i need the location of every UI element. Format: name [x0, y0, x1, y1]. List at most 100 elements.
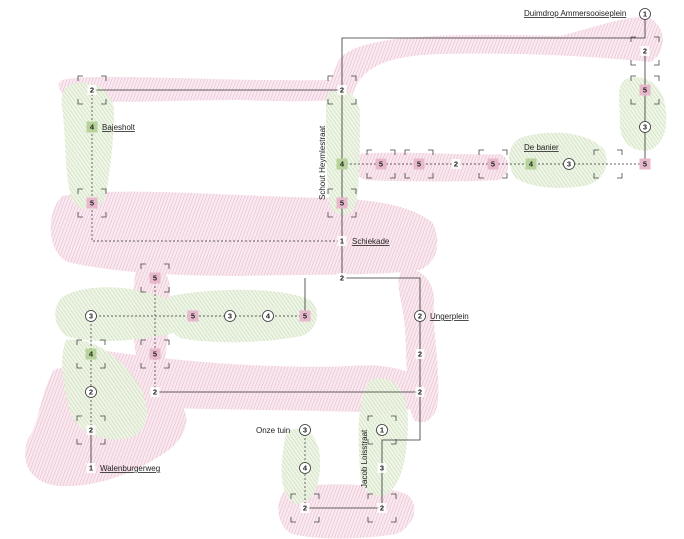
- node-value: 2: [340, 274, 344, 283]
- route-node: 3: [299, 424, 311, 436]
- route-jacob: [381, 392, 421, 508]
- node-circle: [376, 424, 388, 436]
- node-value: 2: [418, 312, 422, 321]
- node-backdrop: [337, 236, 347, 246]
- label-bajesholt: Bajesholt: [102, 123, 136, 132]
- route-schiekade-to-ungerplein: [341, 241, 421, 316]
- node-value: 4: [90, 123, 95, 132]
- node-green-square: [525, 158, 537, 170]
- route-node: 1: [639, 8, 651, 20]
- green-zone-left-lower: [62, 339, 148, 440]
- corner-bracket: [327, 75, 357, 105]
- route-node: 5: [86, 197, 98, 209]
- corner-bracket: [593, 149, 623, 179]
- route-node: 5: [639, 84, 651, 96]
- node-value: 5: [643, 86, 647, 95]
- node-backdrop: [150, 387, 160, 397]
- node-value: 2: [153, 388, 157, 397]
- node-value: 3: [228, 312, 232, 321]
- node-backdrop: [377, 463, 387, 473]
- node-pink-square: [86, 197, 98, 209]
- node-value: 5: [643, 160, 647, 169]
- corner-bracket: [140, 263, 170, 293]
- node-backdrop: [377, 503, 387, 513]
- corner-bracket: [630, 36, 660, 66]
- label-jacob: Jacob Loisstraat: [360, 429, 369, 488]
- node-pink-square: [487, 158, 499, 170]
- route-node: 3: [224, 310, 236, 322]
- label-duimdrop: Duimdrop Ammersooiseplein: [524, 9, 626, 18]
- dashed-lines: [90, 90, 645, 508]
- label-de-banier: De banier: [524, 143, 559, 152]
- route-node: 1: [337, 236, 347, 246]
- node-pink-square: [187, 310, 199, 322]
- node-backdrop: [415, 387, 425, 397]
- node-circle: [224, 310, 236, 322]
- green-zones: [55, 77, 667, 504]
- corner-bracket: [478, 149, 508, 179]
- route-node: 5: [149, 272, 161, 284]
- node-value: 5: [90, 199, 94, 208]
- pink-zones: [25, 17, 663, 539]
- node-value: 5: [153, 350, 157, 359]
- route-node: 4: [525, 158, 537, 170]
- node-backdrop: [87, 85, 97, 95]
- node-value: 1: [643, 10, 647, 19]
- route-node: 3: [563, 158, 575, 170]
- route-node: 2: [377, 503, 387, 513]
- route-node: 4: [85, 348, 97, 360]
- node-value: 2: [418, 388, 422, 397]
- node-value: 3: [89, 312, 93, 321]
- node-backdrop: [337, 273, 347, 283]
- place-labels: Duimdrop Ammersooiseplein Bajesholt Scho…: [100, 9, 626, 488]
- label-schout: Schout Heymlestraat: [318, 125, 327, 200]
- corner-bracket: [366, 149, 396, 179]
- node-backdrop: [640, 46, 650, 56]
- route-node: 2: [414, 310, 426, 322]
- node-backdrop: [451, 159, 461, 169]
- node-backdrop: [415, 349, 425, 359]
- green-zone-de-banier: [508, 132, 607, 188]
- corner-bracket: [290, 493, 320, 523]
- label-onze-tuin: Onze tuin: [256, 426, 290, 435]
- corner-bracket: [367, 493, 397, 523]
- node-value: 5: [153, 274, 157, 283]
- route-top: [92, 14, 646, 91]
- node-value: 2: [340, 86, 344, 95]
- corner-bracket: [77, 188, 107, 218]
- route-node: 5: [413, 158, 425, 170]
- pink-zone-bottom: [278, 484, 415, 539]
- node-value: 4: [529, 160, 534, 169]
- node-value: 5: [379, 160, 383, 169]
- node-pink-square: [375, 158, 387, 170]
- node-circle: [262, 310, 274, 322]
- node-pink-square: [149, 348, 161, 360]
- green-zone-duimdrop: [619, 77, 667, 151]
- pink-zone-schiekade-band: [50, 191, 438, 276]
- corner-bracket: [76, 339, 106, 369]
- route-node: 4: [86, 121, 98, 133]
- node-value: 2: [418, 350, 422, 359]
- node-pink-square: [413, 158, 425, 170]
- route-node: 2: [150, 387, 160, 397]
- node-circle: [639, 8, 651, 20]
- route-node: 2: [300, 503, 310, 513]
- node-circle: [299, 424, 311, 436]
- node-backdrop: [86, 463, 96, 473]
- route-node: 5: [639, 158, 651, 170]
- pink-zone-de-banier-strip: [352, 152, 509, 182]
- node-value: 2: [303, 504, 307, 513]
- node-pink-square: [639, 84, 651, 96]
- node-value: 4: [266, 312, 271, 321]
- node-green-square: [336, 158, 348, 170]
- route-node: 4: [299, 462, 311, 474]
- route-node: 5: [299, 310, 311, 322]
- route-node: 2: [415, 387, 425, 397]
- node-value: 5: [340, 199, 344, 208]
- node-value: 3: [380, 464, 384, 473]
- node-value: 1: [380, 426, 384, 435]
- node-circle: [639, 121, 651, 133]
- green-zone-jacob: [358, 378, 408, 496]
